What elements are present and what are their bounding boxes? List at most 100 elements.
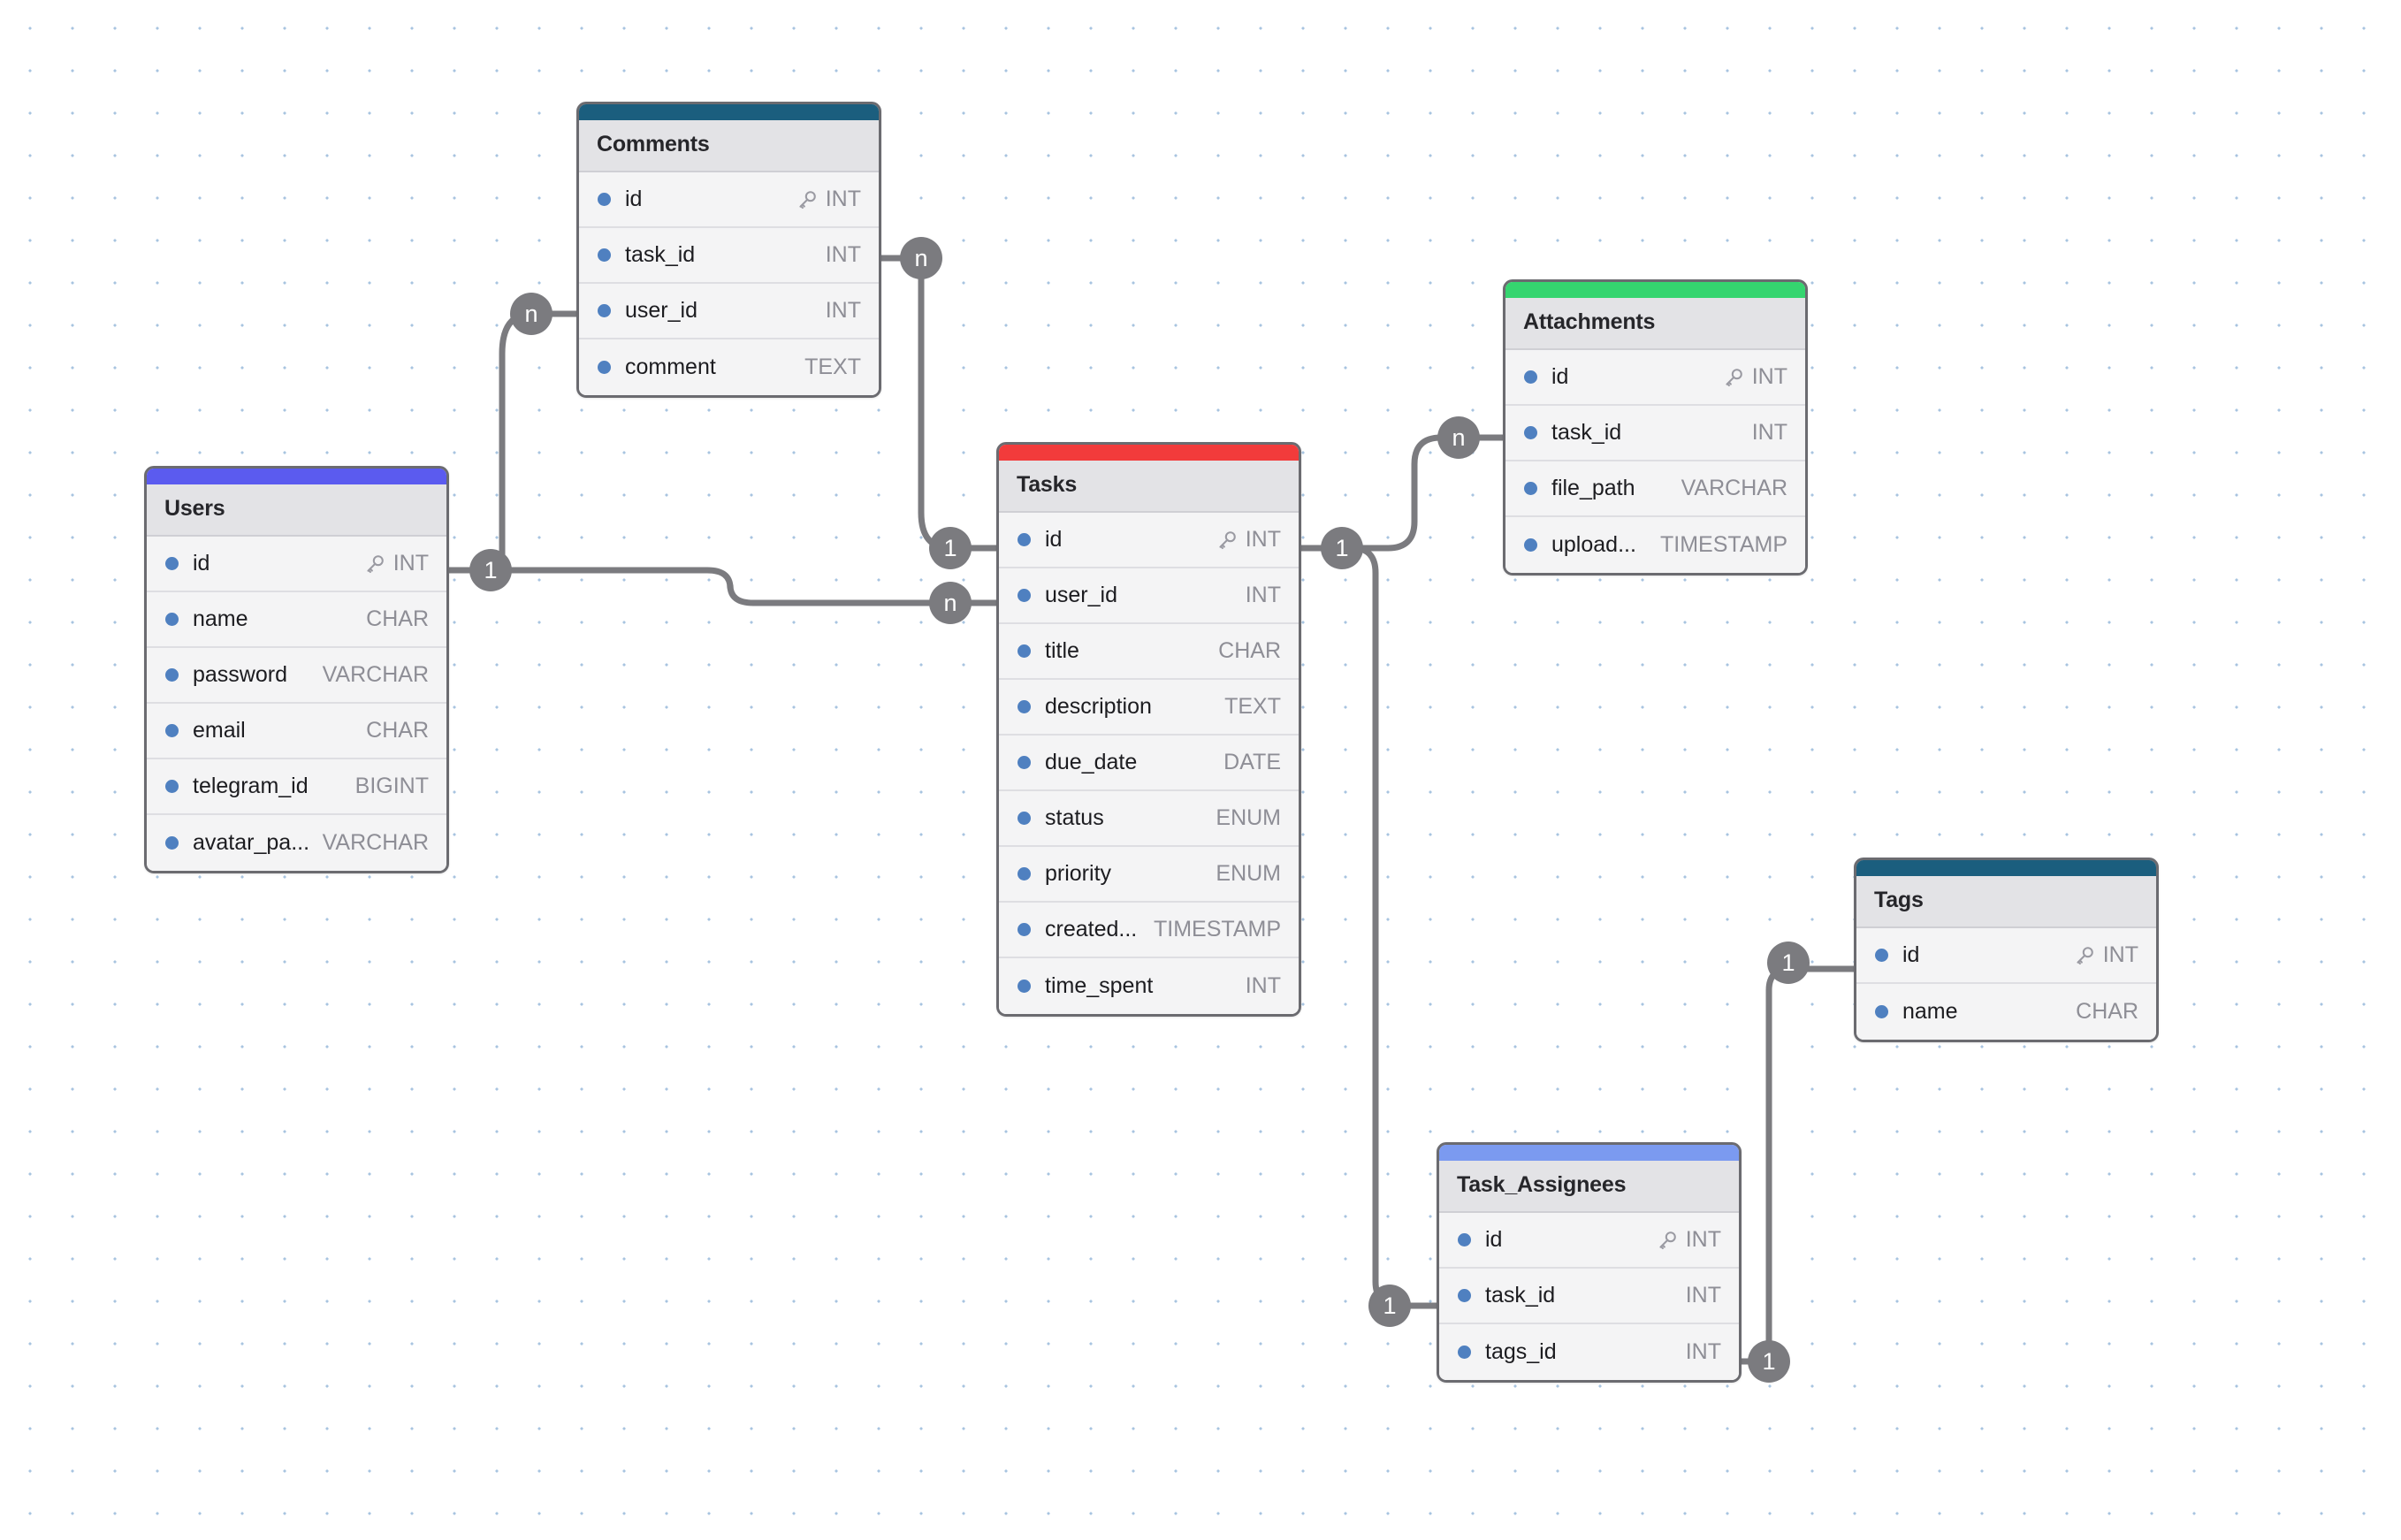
primary-key-icon <box>1219 530 1236 549</box>
field-type: INT <box>825 242 861 267</box>
cardinality-badge-users-id[interactable]: 1 <box>469 549 512 591</box>
field-row-attachments-uploaded_at[interactable]: upload... TIMESTAMP <box>1505 517 1805 573</box>
field-row-tasks-title[interactable]: title CHAR <box>999 624 1299 680</box>
field-dot-icon <box>1018 923 1031 936</box>
cardinality-badge-tasks-id-right[interactable]: 1 <box>1321 527 1363 569</box>
cardinality-badge-attachments-task-id[interactable]: n <box>1437 416 1480 459</box>
table-node-task-assignees[interactable]: Task_Assignees id INT task_id INT tags_i… <box>1437 1142 1742 1383</box>
field-type: DATE <box>1223 750 1281 774</box>
primary-key-icon <box>1659 1231 1676 1249</box>
field-row-users-avatar_path[interactable]: avatar_pa... VARCHAR <box>147 815 446 871</box>
field-type: CHAR <box>366 718 429 743</box>
field-name: id <box>1902 942 1920 967</box>
field-row-attachments-file_path[interactable]: file_path VARCHAR <box>1505 461 1805 517</box>
field-row-tasks-status[interactable]: status ENUM <box>999 791 1299 847</box>
field-name: user_id <box>625 298 697 323</box>
table-title-tags: Tags <box>1856 876 2156 928</box>
table-title-attachments: Attachments <box>1505 298 1805 350</box>
field-dot-icon <box>1524 482 1537 495</box>
field-name: avatar_pa... <box>193 830 310 855</box>
field-dot-icon <box>1018 589 1031 602</box>
field-row-tags-name[interactable]: name CHAR <box>1856 984 2156 1040</box>
field-type: INT <box>2102 942 2138 967</box>
field-type: TIMESTAMP <box>1660 532 1787 557</box>
field-row-assignees-tags_id[interactable]: tags_id INT <box>1439 1324 1739 1380</box>
field-dot-icon <box>598 248 611 262</box>
field-name: id <box>1551 364 1569 389</box>
field-name: task_id <box>625 242 696 267</box>
table-node-attachments[interactable]: Attachments id INT task_id INT file_path… <box>1503 279 1808 576</box>
edge-comments-task-drop <box>918 258 951 552</box>
field-row-users-telegram_id[interactable]: telegram_id BIGINT <box>147 759 446 815</box>
field-dot-icon <box>1524 538 1537 552</box>
field-name: id <box>625 187 643 211</box>
field-row-attachments-task_id[interactable]: task_id INT <box>1505 406 1805 461</box>
cardinality-badge-comments-task-id[interactable]: n <box>900 237 942 279</box>
field-dot-icon <box>1018 533 1031 546</box>
field-row-comments-id[interactable]: id INT <box>579 172 879 228</box>
edge-tasks-id-to-assignees-task <box>1301 545 1437 1309</box>
field-dot-icon <box>165 557 179 570</box>
field-row-comments-user_id[interactable]: user_id INT <box>579 284 879 339</box>
field-type: INT <box>825 187 861 211</box>
table-title-task-assignees: Task_Assignees <box>1439 1161 1739 1213</box>
field-row-assignees-id[interactable]: id INT <box>1439 1213 1739 1269</box>
field-name: user_id <box>1045 583 1117 607</box>
field-name: name <box>193 606 248 631</box>
primary-key-icon <box>2077 946 2093 964</box>
field-name: due_date <box>1045 750 1138 774</box>
cardinality-badge-comments-user-id[interactable]: n <box>510 293 553 335</box>
field-dot-icon <box>1875 1005 1888 1018</box>
edge-tags-id-to-assignees-tags <box>1742 965 1854 1365</box>
field-type: TEXT <box>1224 694 1281 719</box>
cardinality-badge-tags-id[interactable]: 1 <box>1767 942 1810 984</box>
field-row-users-password[interactable]: password VARCHAR <box>147 648 446 704</box>
field-type: INT <box>1751 364 1787 389</box>
field-row-users-email[interactable]: email CHAR <box>147 704 446 759</box>
field-name: file_path <box>1551 476 1635 500</box>
field-row-users-id[interactable]: id INT <box>147 537 446 592</box>
field-row-tasks-time_spent[interactable]: time_spent INT <box>999 958 1299 1014</box>
table-title-users: Users <box>147 484 446 537</box>
table-node-users[interactable]: Users id INT name CHAR password VARCHAR … <box>144 466 449 873</box>
field-type: INT <box>1685 1283 1721 1307</box>
field-row-tasks-created_at[interactable]: created... TIMESTAMP <box>999 903 1299 958</box>
field-row-users-name[interactable]: name CHAR <box>147 592 446 648</box>
field-row-comments-task_id[interactable]: task_id INT <box>579 228 879 284</box>
field-type: VARCHAR <box>1681 476 1787 500</box>
table-node-comments[interactable]: Comments id INT task_id INT user_id INT … <box>576 102 881 398</box>
field-name: telegram_id <box>193 774 309 798</box>
field-row-tasks-description[interactable]: description TEXT <box>999 680 1299 736</box>
field-row-attachments-id[interactable]: id INT <box>1505 350 1805 406</box>
field-name: status <box>1045 805 1104 830</box>
field-row-tasks-priority[interactable]: priority ENUM <box>999 847 1299 903</box>
table-node-tasks[interactable]: Tasks id INT user_id INT title CHAR desc… <box>996 442 1301 1017</box>
field-dot-icon <box>1018 756 1031 769</box>
field-row-tags-id[interactable]: id INT <box>1856 928 2156 984</box>
cardinality-badge-assignees-task-id[interactable]: 1 <box>1368 1285 1411 1327</box>
field-name: email <box>193 718 246 743</box>
cardinality-badge-tasks-user-id[interactable]: n <box>929 582 972 624</box>
field-dot-icon <box>1458 1233 1471 1246</box>
field-row-assignees-task_id[interactable]: task_id INT <box>1439 1269 1739 1324</box>
accent-bar-attachments <box>1505 282 1805 298</box>
field-dot-icon <box>165 724 179 737</box>
field-dot-icon <box>165 613 179 626</box>
field-name: tags_id <box>1485 1339 1557 1364</box>
cardinality-badge-tasks-id-left[interactable]: 1 <box>929 527 972 569</box>
field-row-tasks-user_id[interactable]: user_id INT <box>999 568 1299 624</box>
field-row-tasks-due_date[interactable]: due_date DATE <box>999 736 1299 791</box>
field-dot-icon <box>1018 812 1031 825</box>
field-row-tasks-id[interactable]: id INT <box>999 513 1299 568</box>
primary-key-icon <box>367 554 384 573</box>
field-type: INT <box>1685 1339 1721 1364</box>
field-type: BIGINT <box>354 774 429 798</box>
field-row-comments-comment[interactable]: comment TEXT <box>579 339 879 395</box>
table-node-tags[interactable]: Tags id INT name CHAR <box>1854 858 2159 1042</box>
cardinality-badge-assignees-tags-id[interactable]: 1 <box>1748 1340 1790 1383</box>
field-name: description <box>1045 694 1152 719</box>
field-type: ENUM <box>1216 861 1281 886</box>
field-name: id <box>1485 1227 1503 1252</box>
accent-bar-task-assignees <box>1439 1145 1739 1161</box>
